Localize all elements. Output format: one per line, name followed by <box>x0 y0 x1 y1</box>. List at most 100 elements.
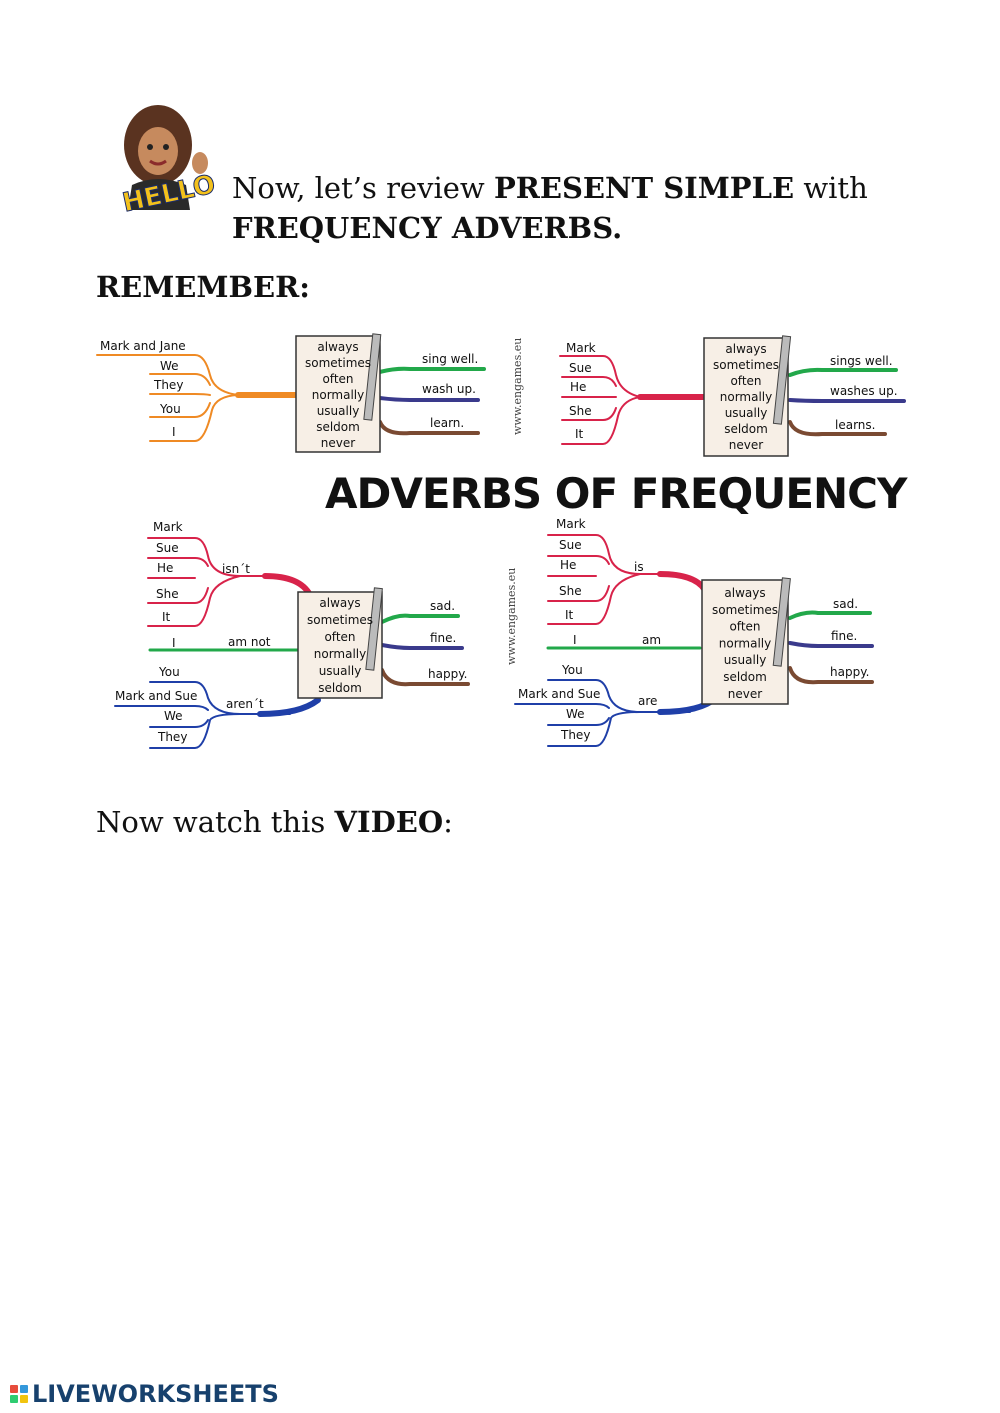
map2-ending-line-1 <box>790 370 896 375</box>
map4-ending-line-2 <box>790 643 872 646</box>
video-prefix: Now watch this <box>96 805 335 839</box>
map2-card-adverb-2: sometimes <box>713 358 779 372</box>
map3-subject-4: She <box>156 587 179 601</box>
video-prompt: Now watch this VIDEO: <box>96 805 453 839</box>
map4-subject-2: Sue <box>559 538 582 552</box>
map2-subject-3: He <box>570 380 586 394</box>
intro-line-1: Now, let’s review PRESENT SIMPLE with <box>232 168 868 208</box>
map1-subject-2: We <box>160 359 179 373</box>
remember-heading: REMEMBER: <box>96 270 310 304</box>
map4-ending-line-1 <box>790 613 870 618</box>
map1-card-adverb-5: usually <box>317 404 360 418</box>
map3-ending-line-2 <box>382 645 462 648</box>
map3-subject-5: It <box>162 610 171 624</box>
map1-ending-line-1 <box>380 369 484 372</box>
adverbs-of-frequency-diagram: always sometimes often normally usually seldo… <box>0 320 1000 760</box>
map2-ending-2: washes up. <box>830 384 898 398</box>
intro-text: Now, let’s review PRESENT SIMPLE with FR… <box>232 168 868 248</box>
map4-subject-6: I <box>573 633 577 647</box>
map2-subject-2: Sue <box>569 361 592 375</box>
map3-ending-1: sad. <box>430 599 455 613</box>
map2-subject-1: Mark <box>566 341 596 355</box>
map4-trunk-red <box>660 574 705 590</box>
map1-ending-1: sing well. <box>422 352 478 366</box>
map4-card-adverb-6: seldom <box>723 670 767 684</box>
map3-card-adverb-1: always <box>319 596 360 610</box>
map4-subject-9: We <box>566 707 585 721</box>
map1-subject-4: You <box>159 402 181 416</box>
map2-card-adverb-3: often <box>730 374 761 388</box>
map3-subject-6: I <box>172 636 176 650</box>
map4-subject-1: Mark <box>556 517 586 531</box>
map4-subject-7: You <box>561 663 583 677</box>
map1-card-adverb-4: normally <box>312 388 364 402</box>
map2-card-adverb-7: never <box>729 438 763 452</box>
map4-subject-3: He <box>560 558 576 572</box>
logo-square-2 <box>20 1385 28 1393</box>
website-credit-top: www.engames.eu <box>511 338 524 435</box>
map3-card-adverb-4: normally <box>314 647 366 661</box>
map4-ending-3: happy. <box>830 665 869 679</box>
logo-square-1 <box>10 1385 18 1393</box>
map3-card-adverb-2: sometimes <box>307 613 373 627</box>
map2-card-adverb-1: always <box>725 342 766 356</box>
map1-ending-line-2 <box>380 398 478 400</box>
map4-subject-4: She <box>559 584 582 598</box>
map3-ending-3: happy. <box>428 667 467 681</box>
map1-card-adverb-7: never <box>321 436 355 450</box>
intro-line-2: FREQUENCY ADVERBS. <box>232 208 868 248</box>
map4-ending-1: sad. <box>833 597 858 611</box>
map4-card-adverb-2: sometimes <box>712 603 778 617</box>
liveworksheets-logo[interactable]: LIVEWORKSHEETS <box>10 1380 279 1408</box>
map4-subject-10: They <box>560 728 590 742</box>
map3-card-adverb-6: seldom <box>318 681 362 695</box>
intro-bold-present-simple: PRESENT SIMPLE <box>494 171 794 205</box>
intro-suffix: with <box>794 171 868 205</box>
map1-ending-3: learn. <box>430 416 464 430</box>
map4-subject-5: It <box>565 608 574 622</box>
map3-adverb-card: alwayssometimesoftennormallyusuallyseldo… <box>298 588 382 698</box>
map3-subject-2: Sue <box>156 541 179 555</box>
map2-ending-3: learns. <box>835 418 875 432</box>
map4-card-adverb-5: usually <box>724 653 767 667</box>
map3-subject-10: They <box>157 730 187 744</box>
map3-verb-1: isn´t <box>222 562 250 576</box>
map4-adverb-card: alwayssometimesoftennormallyusuallyseldo… <box>702 578 790 704</box>
map1-ending-2: wash up. <box>422 382 476 396</box>
map3-subject-8: Mark and Sue <box>115 689 197 703</box>
map2-card-adverb-5: usually <box>725 406 768 420</box>
bitmoji-avatar: HELLO <box>108 95 226 225</box>
map4-ending-2: fine. <box>831 629 857 643</box>
map3-subject-7: You <box>158 665 180 679</box>
map2-ending-line-2 <box>790 400 904 401</box>
map1-card-adverb-2: sometimes <box>305 356 371 370</box>
map1-subject-5: I <box>172 425 176 439</box>
map4-card-adverb-1: always <box>724 586 765 600</box>
map3-subject-1: Mark <box>153 520 183 534</box>
map1-subject-3: They <box>153 378 183 392</box>
liveworksheets-logo-text: LIVEWORKSHEETS <box>32 1380 279 1408</box>
map3-subject-9: We <box>164 709 183 723</box>
video-suffix: : <box>443 805 453 839</box>
diagram-banner: ADVERBS OF FREQUENCY <box>325 469 908 518</box>
intro-bold-frequency-adverbs: FREQUENCY ADVERBS. <box>232 211 622 245</box>
map2-card-adverb-4: normally <box>720 390 772 404</box>
map3-subject-3: He <box>157 561 173 575</box>
map3-card-adverb-3: often <box>324 630 355 644</box>
map4-verb-1: is <box>634 560 644 574</box>
map3-trunk-blue <box>260 700 318 714</box>
map1-card-adverb-6: seldom <box>316 420 360 434</box>
liveworksheets-logo-icon <box>10 1385 28 1403</box>
intro-prefix: Now, let’s review <box>232 171 494 205</box>
map3-verb-2: am not <box>228 635 271 649</box>
map2-subject-4: She <box>569 404 592 418</box>
map4-card-adverb-4: normally <box>719 636 771 650</box>
map1-card-adverb-3: often <box>322 372 353 386</box>
map3-verb-3: aren´t <box>226 697 264 711</box>
map4-subject-8: Mark and Sue <box>518 687 600 701</box>
logo-square-4 <box>20 1395 28 1403</box>
map3-ending-2: fine. <box>430 631 456 645</box>
map1-subject-1: Mark and Jane <box>100 339 186 353</box>
map4-card-adverb-7: never <box>728 687 762 701</box>
video-bold: VIDEO <box>335 805 444 839</box>
